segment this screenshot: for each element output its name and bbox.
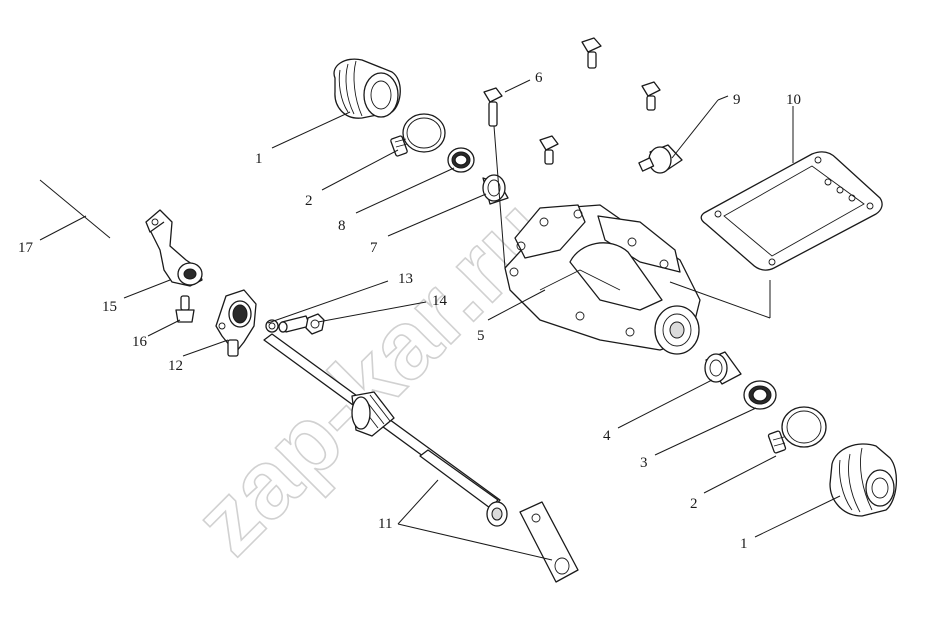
lever-15 [145,209,203,287]
callout-4: 4 [603,428,611,444]
shaft-11 [263,333,508,527]
callout-15: 15 [102,299,117,315]
seal-upper [447,147,475,173]
bushing-9 [638,144,683,174]
bushing-lower [704,351,742,385]
callout-12: 12 [168,358,183,374]
callout-5: 5 [477,328,485,344]
callout-8: 8 [338,218,346,234]
leader-lines [39,79,841,561]
pin-13 [278,315,311,333]
callout-7: 7 [370,240,378,256]
callout-11: 11 [378,516,392,532]
callout-1-lower: 1 [740,536,748,552]
callout-6: 6 [535,70,543,86]
clamp-upper [390,113,446,157]
callout-labels: 1 2 8 7 6 9 10 5 4 3 2 1 11 12 13 14 15 … [18,70,801,552]
callout-1-upper: 1 [255,151,263,167]
bolt-top [581,37,602,69]
callout-3: 3 [640,455,648,471]
callout-14: 14 [432,293,448,309]
callout-9: 9 [733,92,741,108]
bolt-16 [175,295,195,323]
watermark-text: zap-kar.ru [174,179,570,575]
callout-16: 16 [132,334,148,350]
bolt-6 [483,87,503,127]
seal-lower [743,380,777,410]
watermark: zap-kar.ru [173,178,571,576]
boot-lower [829,443,897,517]
plate-11 [519,501,579,583]
bolt-mid [539,135,559,165]
housing-5 [504,204,701,355]
callout-2-lower: 2 [690,496,698,512]
callout-2-upper: 2 [305,193,313,209]
callout-17: 17 [18,240,34,256]
gasket-10 [700,151,883,271]
boot-upper [333,58,401,119]
callout-13: 13 [398,271,413,287]
yoke-12 [215,289,257,357]
callout-10: 10 [786,92,801,108]
bolt-right [641,81,661,111]
clamp-lower [767,406,827,454]
nut-14 [305,313,325,335]
